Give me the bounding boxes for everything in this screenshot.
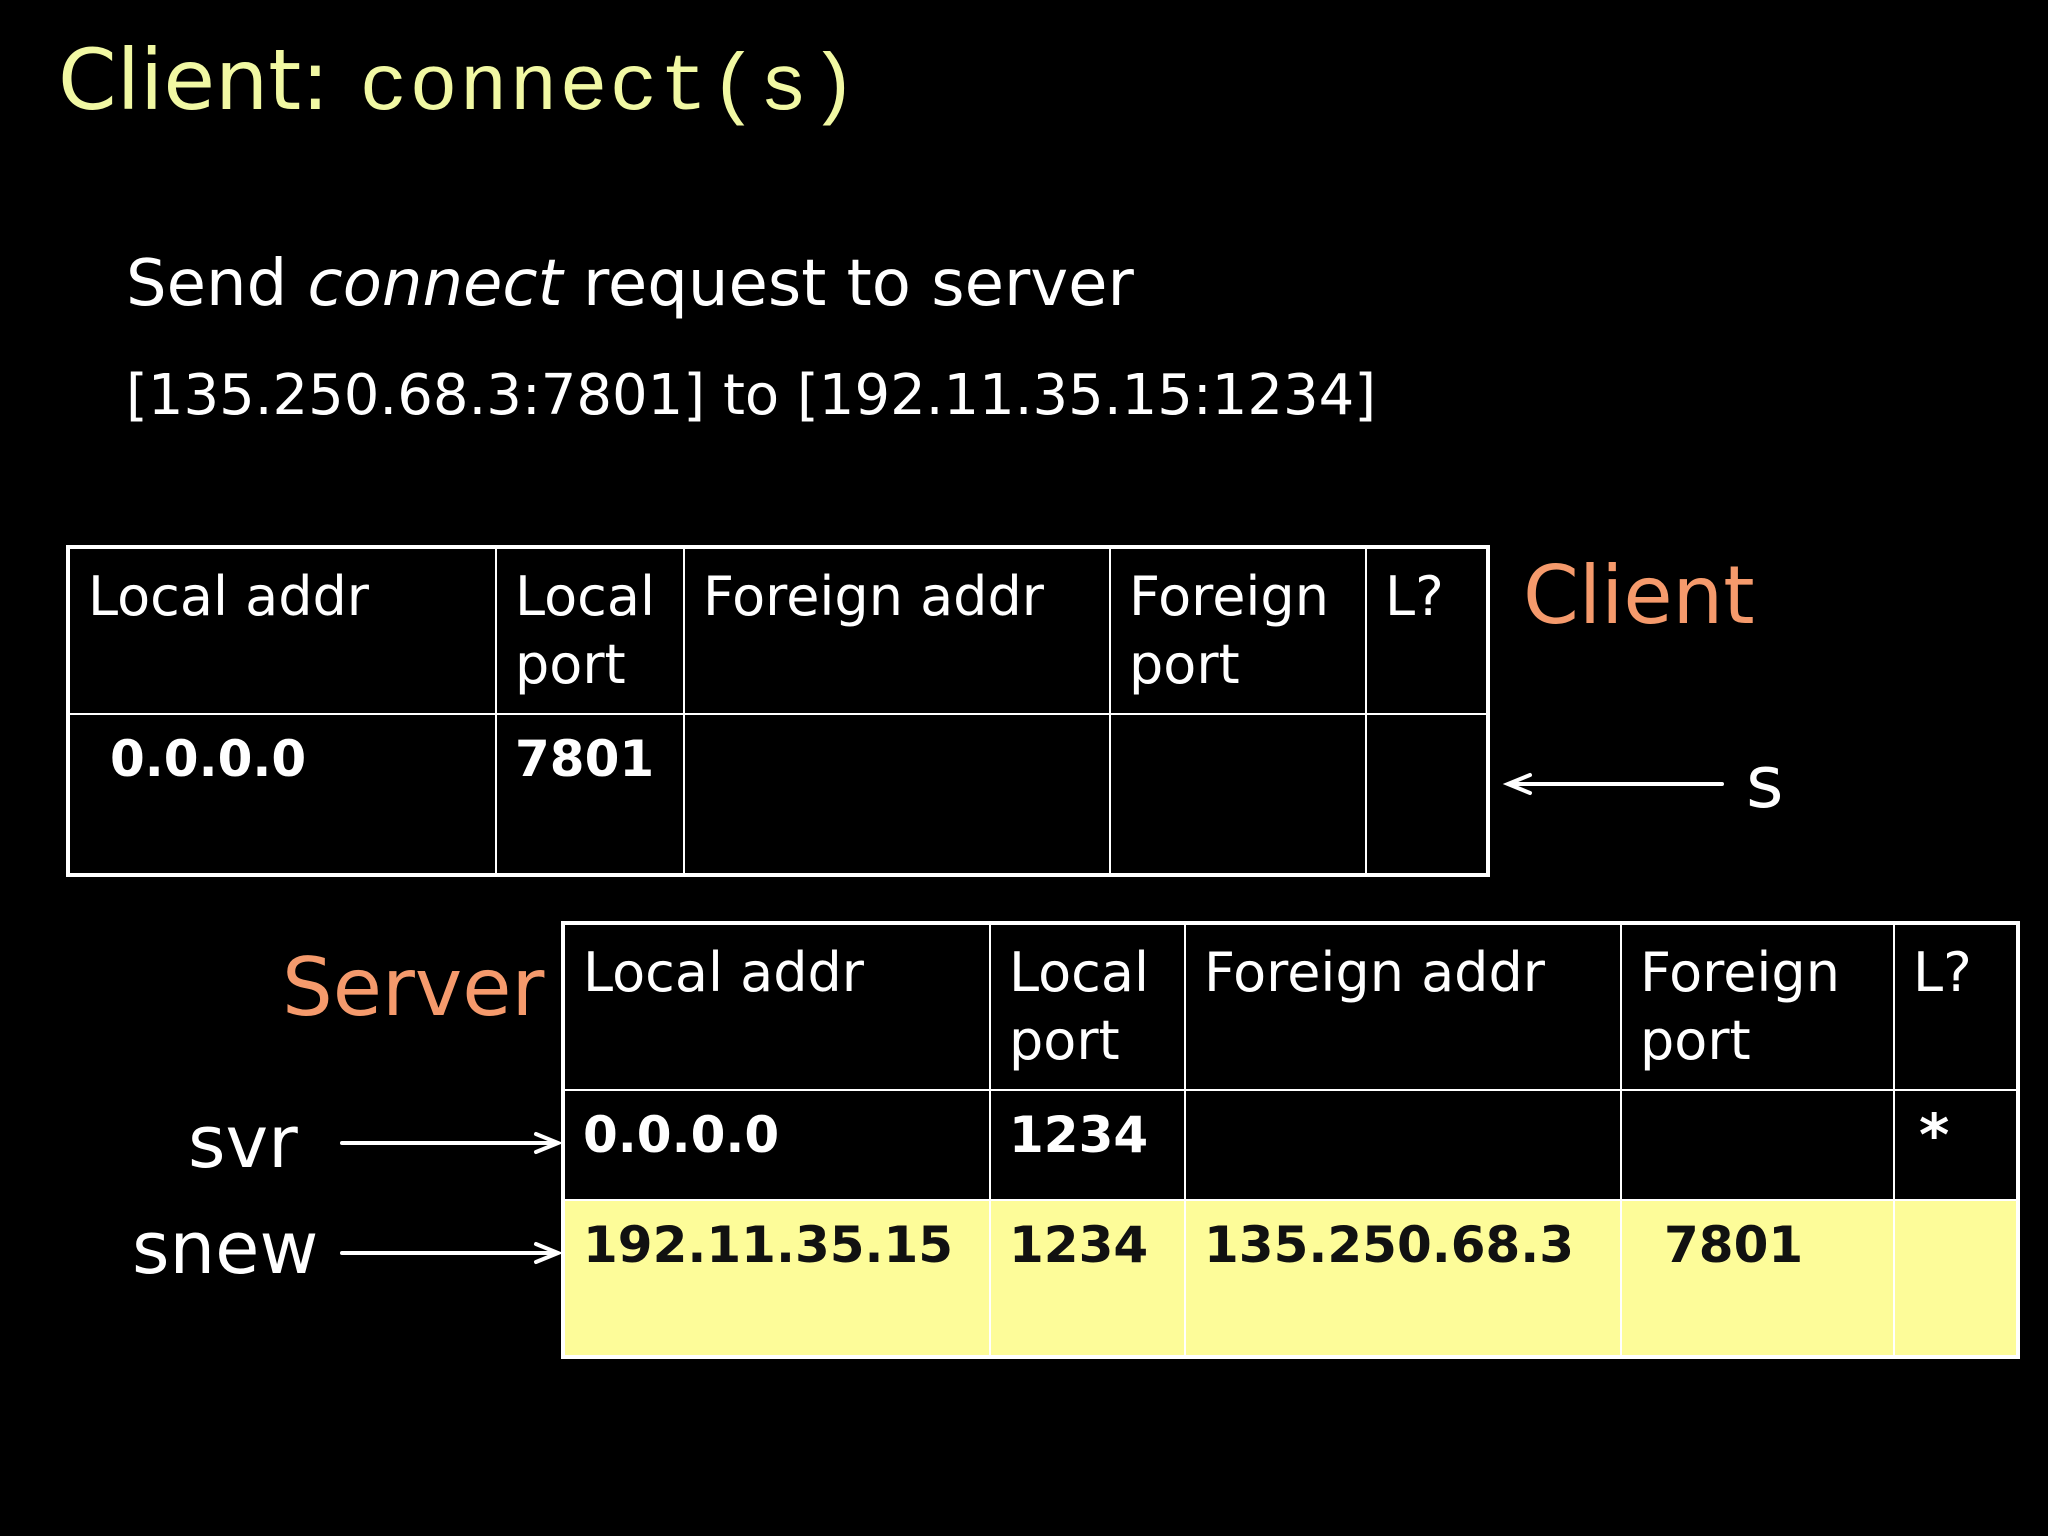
cell-foreign-port	[1620, 1089, 1895, 1201]
table-header-row: Local addr Local port Foreign addr Forei…	[67, 546, 1489, 715]
pointer-s: s	[1746, 740, 1784, 824]
table-header-row: Local addr Local port Foreign addr Forei…	[562, 922, 2019, 1091]
header-foreign-port: Foreign port	[1620, 922, 1895, 1091]
cell-foreign-port	[1109, 713, 1367, 876]
client-label: Client	[1523, 549, 1755, 642]
address-line: [135.250.68.3:7801] to [192.11.35.15:123…	[126, 363, 1377, 428]
title-prefix: Client:	[58, 31, 330, 129]
header-foreign-addr: Foreign addr	[683, 546, 1111, 715]
cell-listening	[1893, 1199, 2019, 1358]
pointer-svr: svr	[188, 1100, 298, 1184]
header-local-addr: Local addr	[67, 546, 497, 715]
server-socket-table: Local addr Local port Foreign addr Forei…	[561, 921, 2020, 1359]
header-foreign-port: Foreign port	[1109, 546, 1367, 715]
header-foreign-addr: Foreign addr	[1184, 922, 1622, 1091]
cell-foreign-addr	[683, 713, 1111, 876]
cell-foreign-port: 7801	[1620, 1199, 1895, 1358]
description-part-1: Send	[126, 247, 308, 321]
description-part-2: request to server	[562, 247, 1134, 321]
cell-local-port: 1234	[989, 1199, 1186, 1358]
header-local-addr: Local addr	[562, 922, 991, 1091]
arrow-svr-head	[534, 1132, 564, 1154]
header-listening: L?	[1365, 546, 1489, 715]
cell-foreign-addr	[1184, 1089, 1622, 1201]
arrow-s-head	[1502, 773, 1532, 795]
slide-title: Client:connect(s)	[58, 38, 860, 129]
pointer-snew: snew	[132, 1206, 319, 1290]
cell-local-addr: 192.11.35.15	[562, 1199, 991, 1358]
header-local-port: Local port	[989, 922, 1186, 1091]
cell-local-addr: 0.0.0.0	[67, 713, 497, 876]
description-line: Send connect request to server	[126, 252, 1134, 316]
server-label: Server	[282, 941, 545, 1034]
cell-listening: *	[1893, 1089, 2019, 1201]
table-row: 0.0.0.0 1234 *	[562, 1089, 2019, 1201]
table-row: 0.0.0.0 7801	[67, 713, 1489, 876]
cell-foreign-addr: 135.250.68.3	[1184, 1199, 1622, 1358]
cell-listening	[1365, 713, 1489, 876]
arrow-snew-head	[534, 1242, 564, 1264]
header-local-port: Local port	[495, 546, 685, 715]
cell-local-addr: 0.0.0.0	[562, 1089, 991, 1201]
description-keyword: connect	[307, 247, 563, 321]
cell-local-port: 1234	[989, 1089, 1186, 1201]
client-socket-table: Local addr Local port Foreign addr Forei…	[66, 545, 1490, 877]
cell-local-port: 7801	[495, 713, 685, 876]
table-row-highlighted: 192.11.35.15 1234 135.250.68.3 7801	[562, 1199, 2019, 1358]
title-code: connect(s)	[359, 43, 860, 134]
header-listening: L?	[1893, 922, 2019, 1091]
